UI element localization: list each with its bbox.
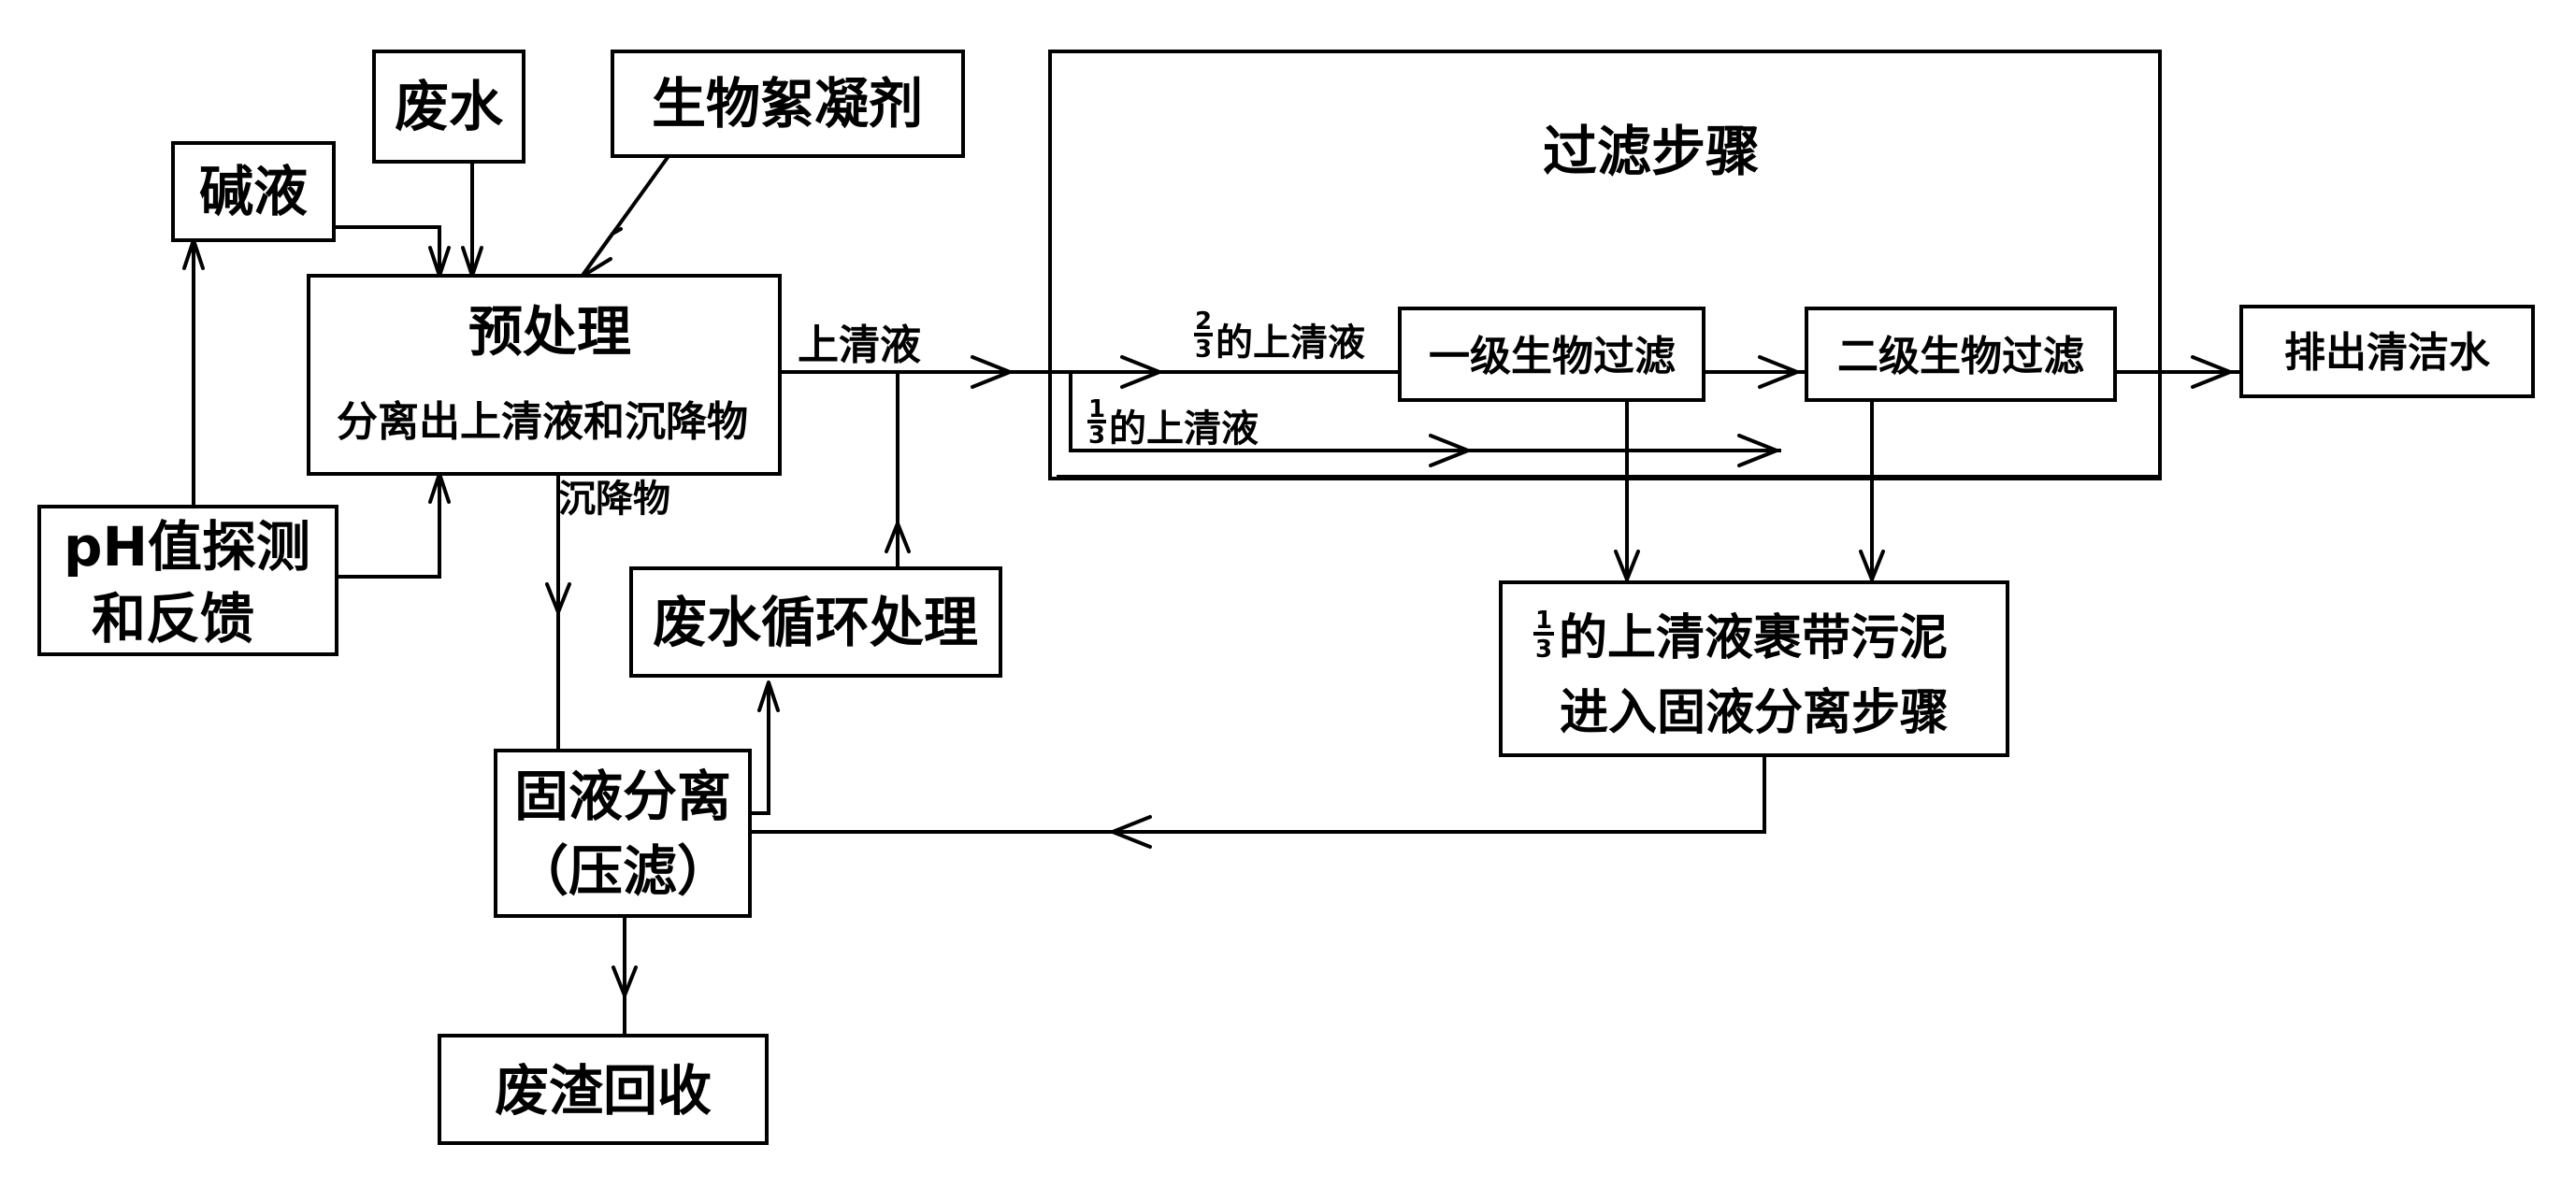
node-recycle: 废水循环处理 — [629, 566, 1002, 678]
sludge-fraction-numerator: 1 — [1535, 607, 1552, 635]
node-ph-feedback: pH值探测 和反馈 — [37, 505, 338, 656]
node-sludge-to-separation: 1 3 的上清液裹带污泥 进入固液分离步骤 — [1499, 580, 2009, 757]
filter-step-group — [1048, 50, 2162, 480]
edge-separation-to-recycle — [750, 682, 770, 815]
ph-label-line1: pH值探测 — [64, 515, 310, 579]
node-discharge: 排出清洁水 — [2239, 305, 2535, 398]
arrowhead-secondary-down — [1859, 550, 1885, 581]
recycle-label: 废水循环处理 — [653, 591, 978, 654]
sludge-fraction-denominator: 3 — [1535, 636, 1552, 664]
discharge-label: 排出清洁水 — [2284, 329, 2491, 377]
two-thirds-denominator: 3 — [1195, 336, 1212, 364]
alkali-label: 碱液 — [199, 160, 308, 223]
separation-label-line2: （压滤） — [514, 839, 731, 903]
filter-step-title: 过滤步骤 — [1543, 120, 1760, 183]
node-pretreatment: 预处理 分离出上清液和沉降物 — [307, 274, 782, 476]
arrowhead-supernatant — [971, 355, 1012, 389]
two-thirds-label: 2 3 的上清液 — [1194, 308, 1365, 365]
arrowhead-sludge-return — [1111, 815, 1152, 849]
edge-sludge-to-separation — [750, 755, 1766, 834]
pretreatment-subtitle: 分离出上清液和沉降物 — [337, 398, 748, 446]
arrowhead-recycle-up — [885, 522, 911, 553]
arrowhead-two-thirds — [1120, 355, 1161, 389]
node-primary-filter: 一级生物过滤 — [1398, 307, 1705, 402]
two-thirds-text: 的上清液 — [1216, 322, 1365, 365]
primary-filter-label: 一级生物过滤 — [1429, 333, 1676, 380]
node-secondary-filter: 二级生物过滤 — [1805, 307, 2117, 402]
arrowhead-primary-down — [1614, 550, 1640, 581]
one-third-denominator: 3 — [1088, 422, 1105, 450]
arrowhead-one-third-a — [1429, 434, 1470, 467]
arrowhead-primary-to-secondary — [1758, 355, 1799, 389]
node-alkali: 碱液 — [171, 141, 336, 242]
flocculant-label: 生物絮凝剂 — [652, 72, 923, 136]
arrowhead-residue — [612, 966, 638, 997]
arrowhead-flocculant — [580, 227, 623, 279]
sludge-label-line1: 的上清液裹带污泥 — [1559, 610, 1948, 666]
pretreatment-title: 预处理 — [468, 300, 631, 364]
one-third-text: 的上清液 — [1109, 408, 1259, 451]
arrowheads — [182, 227, 2232, 997]
residue-label: 废渣回收 — [495, 1059, 712, 1123]
node-solid-liquid-separation: 固液分离 （压滤） — [494, 749, 752, 918]
separation-label-line1: 固液分离 — [514, 765, 731, 828]
secondary-filter-label: 二级生物过滤 — [1837, 333, 2084, 380]
ph-label-line2: 和反馈 — [92, 587, 254, 651]
arrowhead-to-recycle — [757, 680, 780, 712]
node-flocculant: 生物絮凝剂 — [611, 50, 965, 158]
edge-alkali-to-pretreatment — [334, 225, 441, 276]
sludge-label-line2: 进入固液分离步骤 — [1560, 685, 1949, 741]
two-thirds-numerator: 2 — [1195, 308, 1212, 336]
arrowhead-secondary-to-discharge — [2191, 355, 2232, 389]
edge-one-third — [1069, 372, 1781, 452]
node-residue-recovery: 废渣回收 — [438, 1034, 769, 1145]
wastewater-label: 废水 — [395, 75, 504, 138]
node-wastewater: 废水 — [372, 50, 525, 164]
edge-ph-feedback — [337, 474, 441, 579]
supernatant-label: 上清液 — [798, 322, 921, 369]
one-third-numerator: 1 — [1088, 395, 1105, 423]
one-third-label: 1 3 的上清液 — [1087, 395, 1259, 451]
arrowhead-sediment — [545, 582, 571, 614]
sediment-label: 沉降物 — [558, 478, 670, 521]
arrowhead-one-third-b — [1737, 434, 1778, 467]
